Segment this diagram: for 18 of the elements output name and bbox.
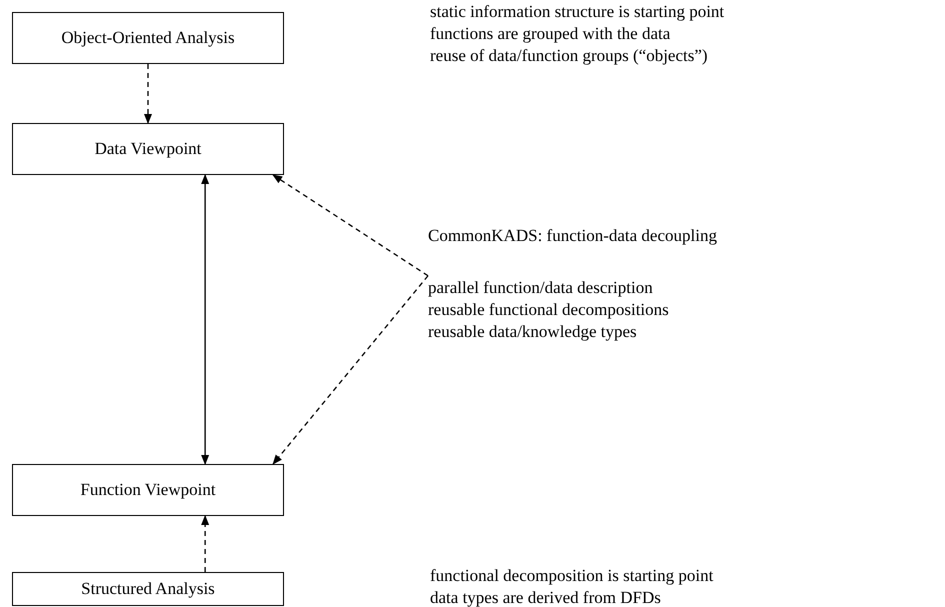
arrow bbox=[144, 64, 152, 124]
arrow bbox=[201, 174, 210, 465]
viewpoint-box: Structured Analysis bbox=[12, 572, 284, 606]
note-text: data types are derived from DFDs bbox=[430, 587, 661, 607]
viewpoint-box: Object-Oriented Analysis bbox=[12, 12, 284, 64]
viewpoint-box: Function Viewpoint bbox=[12, 464, 284, 516]
heading-text: CommonKADS: function-data decoupling bbox=[428, 225, 718, 247]
arrow bbox=[272, 174, 428, 276]
arrow bbox=[201, 515, 210, 572]
note-text: functional decomposition is starting point bbox=[430, 565, 714, 587]
note-text: static information structure is starting point bbox=[430, 1, 724, 23]
list-item: parallel function/data description bbox=[428, 277, 654, 299]
note-text: functions are grouped with the data bbox=[430, 23, 670, 45]
list-item: reusable functional decompositions bbox=[428, 299, 670, 321]
arrow bbox=[272, 275, 428, 465]
list-item: reusable data/knowledge types bbox=[428, 321, 638, 343]
note-text: reuse of data/function groups (“objects”) bbox=[430, 45, 708, 67]
viewpoint-box: Data Viewpoint bbox=[12, 123, 284, 175]
